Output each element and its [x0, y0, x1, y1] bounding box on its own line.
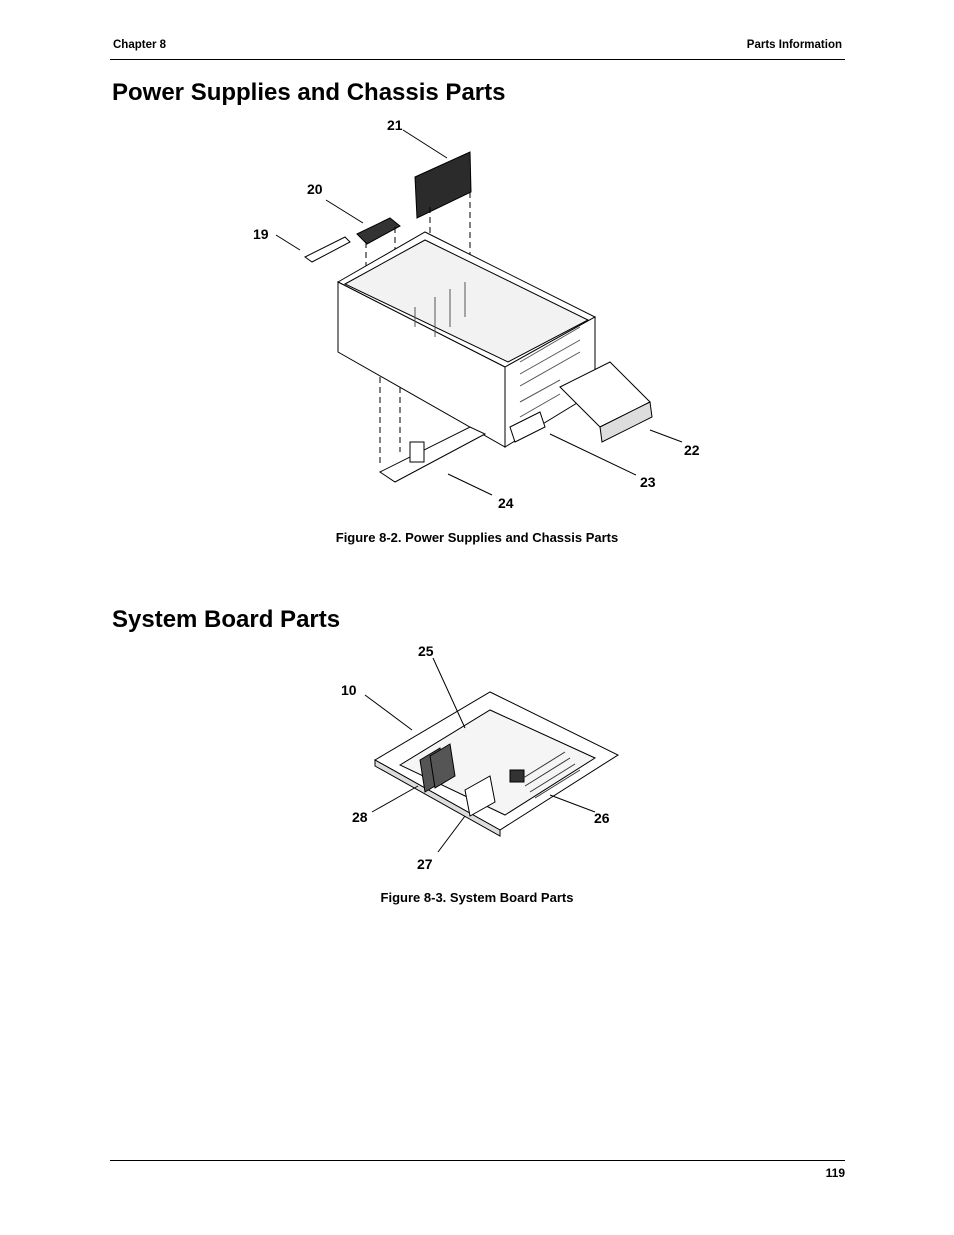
section-label: Parts Information — [746, 39, 842, 51]
callout-19: 19 — [253, 226, 269, 242]
section-title-power-supplies: Power Supplies and Chassis Parts — [112, 79, 506, 106]
callout-27: 27 — [417, 856, 433, 872]
callout-26: 26 — [594, 810, 610, 826]
bezel-plate-part — [414, 151, 472, 219]
header-rule — [110, 59, 845, 60]
callout-21: 21 — [387, 117, 403, 133]
callout-28: 28 — [352, 809, 368, 825]
callout-22: 22 — [684, 442, 700, 458]
footer-rule — [110, 1160, 845, 1161]
page-number: 119 — [825, 1166, 845, 1180]
callout-10: 10 — [341, 682, 357, 698]
callout-23: 23 — [640, 474, 656, 490]
chapter-label: Chapter 8 — [113, 39, 167, 51]
section-title-system-board: System Board Parts — [112, 606, 341, 633]
callout-20: 20 — [307, 181, 323, 197]
small-board-part — [356, 217, 401, 245]
callout-25: 25 — [418, 643, 434, 659]
system-board-diagram: 25 10 28 26 27 — [341, 643, 620, 872]
figure-caption-8-3: Figure 8-3. System Board Parts — [380, 890, 574, 905]
callout-24: 24 — [498, 495, 514, 511]
figure-caption-8-2: Figure 8-2. Power Supplies and Chassis P… — [335, 530, 619, 545]
power-supplies-chassis-diagram: 21 20 19 22 23 24 — [253, 117, 700, 511]
